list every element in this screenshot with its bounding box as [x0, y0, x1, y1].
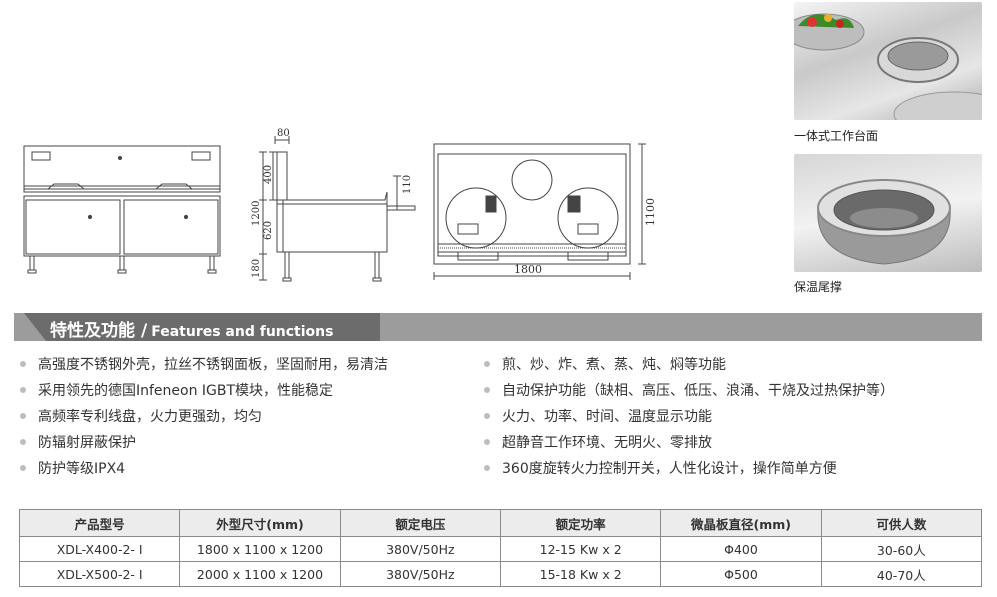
header-plate-diameter: 微晶板直径(mm) — [660, 509, 822, 537]
table-row: XDL-X400-2- I 1800 x 1100 x 1200 380V/50… — [18, 536, 983, 562]
photo-caption-worktop: 一体式工作台面 — [794, 129, 879, 143]
bullet-icon — [484, 465, 490, 471]
table-cell: 2000 x 1100 x 1200 — [179, 561, 341, 587]
list-item: 超静音工作环境、无明火、零排放 — [484, 430, 894, 456]
bullet-icon — [20, 465, 26, 471]
dim-620: 620 — [263, 221, 274, 240]
dim-80: 80 — [277, 128, 290, 139]
dim-1100: 1100 — [644, 198, 657, 226]
list-item: 防辐射屏蔽保护 — [20, 430, 388, 456]
top-view-drawing: 1800 1100 — [433, 143, 657, 280]
dim-180: 180 — [251, 259, 262, 278]
table-cell: Φ400 — [660, 536, 822, 562]
list-item: 火力、功率、时间、温度显示功能 — [484, 404, 894, 430]
header-model: 产品型号 — [18, 509, 181, 537]
features-title-zh: 特性及功能 — [50, 321, 135, 341]
table-cell: XDL-X500-2- I — [18, 561, 181, 587]
header-capacity: 可供人数 — [820, 509, 983, 537]
list-item: 360度旋转火力控制开关，人性化设计，操作简单方便 — [484, 456, 894, 482]
features-title-en: Features and functions — [151, 324, 334, 340]
header-power: 额定功率 — [499, 509, 662, 537]
table-cell: XDL-X400-2- I — [18, 536, 181, 562]
bullet-icon — [20, 439, 26, 445]
spec-table: 产品型号 外型尺寸(mm) 额定电压 额定功率 微晶板直径(mm) 可供人数 X… — [18, 509, 983, 587]
table-cell: Φ500 — [660, 561, 822, 587]
bullet-icon — [20, 413, 26, 419]
header-voltage: 额定电压 — [339, 509, 501, 537]
front-view-drawing — [23, 145, 221, 274]
photo-caption-wok-support: 保温尾撑 — [794, 280, 843, 294]
dim-1800: 1800 — [514, 263, 542, 276]
table-cell: 12-15 Kw x 2 — [499, 536, 662, 562]
features-list-left: 高强度不锈钢外壳，拉丝不锈钢面板，坚固耐用，易清洁 采用领先的德国Infeneo… — [20, 352, 388, 482]
bullet-icon — [20, 387, 26, 393]
table-cell: 40-70人 — [820, 561, 983, 587]
bullet-icon — [484, 387, 490, 393]
dim-1200: 1200 — [251, 201, 262, 226]
list-item: 高频率专利线盘，火力更强劲，均匀 — [20, 404, 388, 430]
features-heading: 特性及功能 /Features and functions — [50, 316, 333, 341]
table-row: XDL-X500-2- I 2000 x 1100 x 1200 380V/50… — [18, 561, 983, 587]
header-dimensions: 外型尺寸(mm) — [179, 509, 341, 537]
bullet-icon — [484, 439, 490, 445]
bullet-icon — [484, 361, 490, 367]
dim-400: 400 — [263, 165, 274, 184]
side-view-drawing: 80 400 1200 620 180 110 — [251, 128, 416, 282]
list-item: 自动保护功能（缺相、高压、低压、浪涌、干烧及过热保护等） — [484, 378, 894, 404]
list-item: 防护等级IPX4 — [20, 456, 388, 482]
features-title-separator: / — [141, 321, 148, 341]
worktop-photo — [794, 2, 982, 120]
features-list-right: 煎、炒、炸、煮、蒸、炖、焖等功能 自动保护功能（缺相、高压、低压、浪涌、干烧及过… — [484, 352, 894, 482]
table-cell: 380V/50Hz — [339, 536, 501, 562]
table-cell: 1800 x 1100 x 1200 — [179, 536, 341, 562]
features-banner-tab — [24, 313, 380, 341]
dim-110: 110 — [402, 175, 413, 194]
table-cell: 30-60人 — [820, 536, 983, 562]
list-item: 采用领先的德国Infeneon IGBT模块，性能稳定 — [20, 378, 388, 404]
table-header-row: 产品型号 外型尺寸(mm) 额定电压 额定功率 微晶板直径(mm) 可供人数 — [18, 509, 983, 537]
wok-support-photo — [794, 154, 982, 272]
bullet-icon — [20, 361, 26, 367]
table-cell: 15-18 Kw x 2 — [499, 561, 662, 587]
list-item: 煎、炒、炸、煮、蒸、炖、焖等功能 — [484, 352, 894, 378]
list-item: 高强度不锈钢外壳，拉丝不锈钢面板，坚固耐用，易清洁 — [20, 352, 388, 378]
bullet-icon — [484, 413, 490, 419]
table-cell: 380V/50Hz — [339, 561, 501, 587]
